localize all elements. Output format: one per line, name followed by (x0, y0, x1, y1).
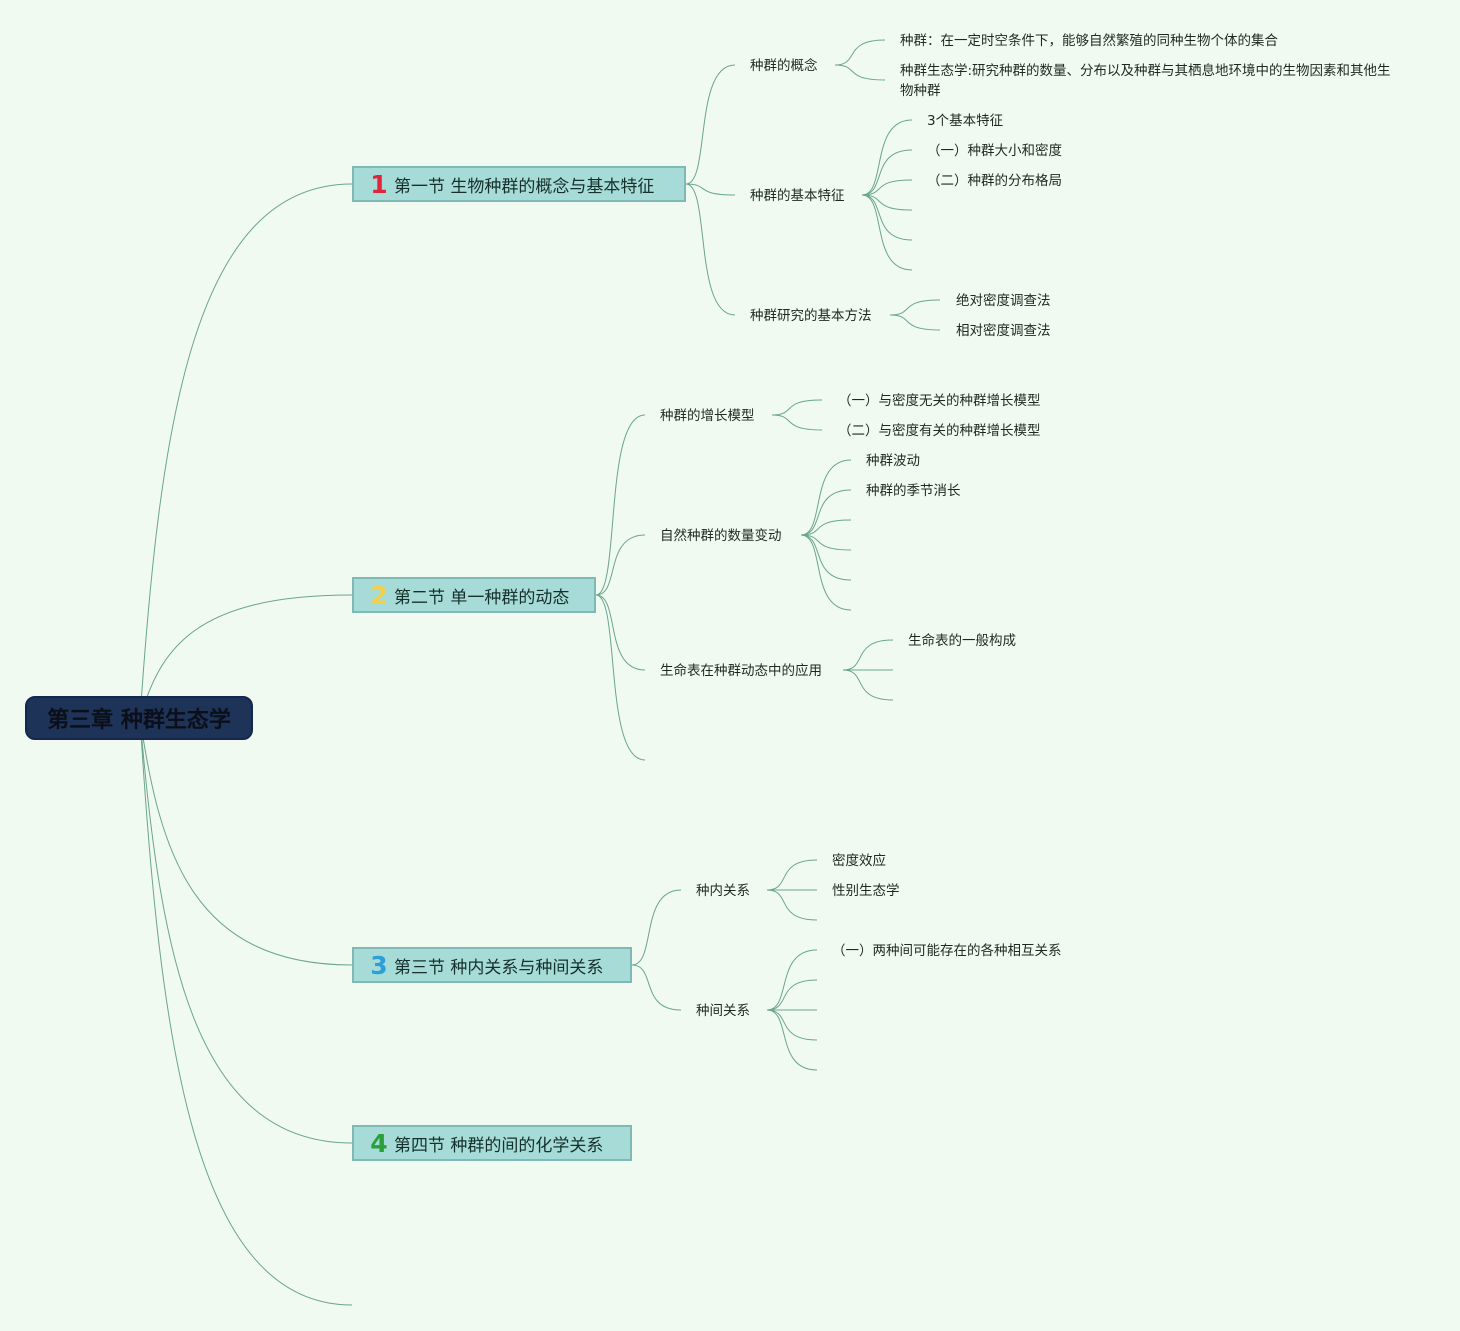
section-3-node[interactable]: 3 第三节 种内关系与种间关系 (352, 947, 632, 983)
leaf-node[interactable]: （一）两种间可能存在的各种相互关系 (832, 943, 1062, 959)
topic-node[interactable]: 种群的基本特征 (750, 188, 845, 204)
link-section-topic (595, 594, 646, 671)
link-topic-leaf (834, 39, 886, 66)
section-2-node[interactable]: 2 第二节 单一种群的动态 (352, 577, 596, 613)
link-section-topic (595, 414, 646, 596)
topic-node[interactable]: 种间关系 (696, 1003, 750, 1019)
link-topic-leaf (771, 399, 823, 416)
link-section-topic (595, 594, 646, 761)
link-topic-leaf (766, 859, 818, 891)
section-title: 第三节 种内关系与种间关系 (394, 957, 604, 978)
section-number: 3 (370, 950, 388, 980)
section-title: 第四节 种群的间的化学关系 (394, 1135, 604, 1156)
leaf-node[interactable]: 绝对密度调查法 (956, 293, 1051, 309)
leaf-node[interactable]: （二）种群的分布格局 (927, 173, 1062, 189)
leaf-node[interactable]: （二）与密度有关的种群增长模型 (838, 423, 1041, 439)
leaf-node[interactable]: 种群波动 (866, 453, 920, 469)
link-topic-leaf (861, 194, 913, 241)
section-number: 4 (370, 1128, 388, 1158)
leaf-node[interactable]: 种群的季节消长 (866, 483, 961, 499)
link-topic-leaf (766, 1009, 818, 1071)
link-section-topic (631, 889, 682, 966)
topic-node[interactable]: 种群研究的基本方法 (750, 308, 872, 324)
link-topic-leaf (889, 299, 941, 316)
leaf-node[interactable]: 3个基本特征 (927, 113, 1004, 129)
section-title: 第一节 生物种群的概念与基本特征 (394, 176, 655, 197)
leaf-node[interactable]: （一）与密度无关的种群增长模型 (838, 393, 1041, 409)
link-topic-leaf (834, 64, 886, 81)
link-root-empty (139, 717, 353, 1306)
link-topic-leaf (766, 889, 818, 921)
link-topic-leaf (861, 194, 913, 211)
link-topic-leaf (842, 639, 894, 671)
link-topic-leaf (800, 534, 852, 611)
link-root-section-3 (139, 717, 353, 966)
leaf-node[interactable]: 性别生态学 (832, 883, 900, 899)
topic-node[interactable]: 自然种群的数量变动 (660, 528, 782, 544)
link-topic-leaf (861, 149, 913, 196)
link-topic-leaf (800, 489, 852, 536)
leaf-node[interactable]: 相对密度调查法 (956, 323, 1051, 339)
leaf-node[interactable]: 生命表的一般构成 (908, 633, 1016, 649)
topic-node[interactable]: 种内关系 (696, 883, 750, 899)
root-node[interactable]: 第三章 种群生态学 (25, 696, 253, 740)
section-title: 第二节 单一种群的动态 (394, 587, 570, 608)
link-topic-leaf (861, 179, 913, 196)
link-root-section-4 (139, 717, 353, 1144)
leaf-node[interactable]: 密度效应 (832, 853, 886, 869)
leaf-node[interactable]: 种群生态学:研究种群的数量、分布以及种群与其栖息地环境中的生物因素和其他生物种群 (900, 63, 1391, 99)
link-topic-leaf (842, 669, 894, 701)
link-topic-leaf (861, 194, 913, 271)
section-number: 1 (370, 169, 388, 199)
link-topic-leaf (800, 459, 852, 536)
link-topic-leaf (766, 979, 818, 1011)
leaf-node[interactable]: （一）种群大小和密度 (927, 143, 1062, 159)
topic-node[interactable]: 种群的概念 (750, 58, 818, 74)
leaf-node[interactable]: 种群：在一定时空条件下，能够自然繁殖的同种生物个体的集合 (900, 33, 1278, 49)
link-section-topic (685, 64, 736, 185)
link-section-topic (631, 964, 682, 1011)
link-topic-leaf (771, 414, 823, 431)
link-root-section-2 (139, 594, 353, 719)
link-topic-leaf (766, 1009, 818, 1041)
link-topic-leaf (889, 314, 941, 331)
link-topic-leaf (800, 534, 852, 551)
topic-node[interactable]: 种群的增长模型 (660, 408, 755, 424)
section-4-node[interactable]: 4 第四节 种群的间的化学关系 (352, 1125, 632, 1161)
link-topic-leaf (861, 119, 913, 196)
topic-node[interactable]: 生命表在种群动态中的应用 (660, 663, 822, 679)
section-number: 2 (370, 580, 388, 610)
link-section-topic (685, 183, 736, 196)
link-section-topic (685, 183, 736, 316)
link-topic-leaf (766, 949, 818, 1011)
link-section-topic (595, 534, 646, 596)
link-topic-leaf (800, 534, 852, 581)
link-topic-leaf (800, 519, 852, 536)
section-1-node[interactable]: 1 第一节 生物种群的概念与基本特征 (352, 166, 686, 202)
link-root-section-1 (139, 183, 353, 719)
